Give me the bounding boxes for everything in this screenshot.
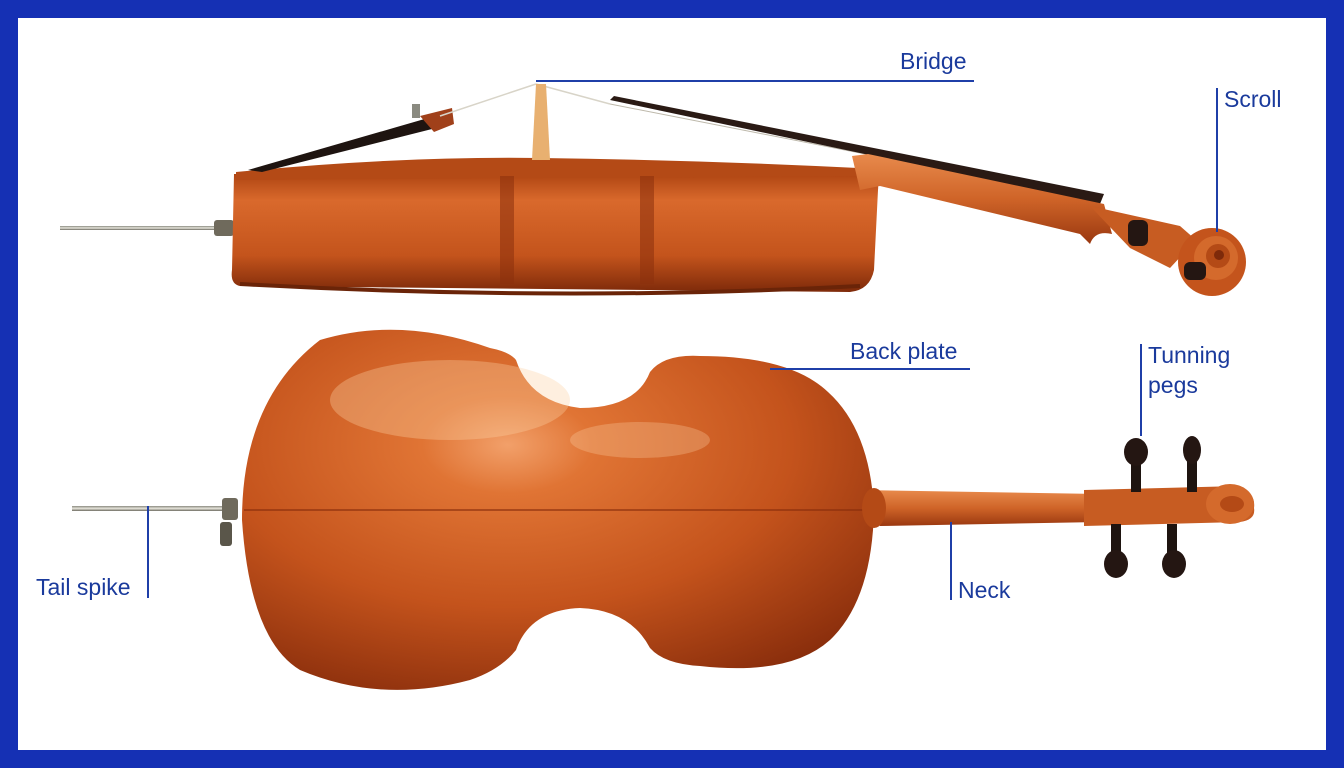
side-top-plate (236, 157, 858, 180)
tail-spike-side (60, 220, 234, 236)
cello-back-view (72, 329, 1255, 690)
tuning-pegs-label: Tunning pegs (1148, 342, 1231, 398)
neck-leader-line (950, 522, 952, 600)
side-ribs (231, 170, 879, 292)
scroll-leader-line (1216, 88, 1218, 232)
scroll-label: Scroll (1224, 86, 1282, 112)
cello-side-view (60, 83, 1246, 296)
bridge-side (532, 84, 550, 160)
scroll-side (1178, 228, 1246, 296)
bridge-label: Bridge (900, 48, 967, 74)
tail-spike-back (72, 498, 238, 546)
tuning-pegs-leader-line (1140, 344, 1142, 436)
neck-side (852, 154, 1112, 244)
tail-spike-label: Tail spike (36, 574, 131, 600)
neck-label: Neck (958, 577, 1011, 603)
back-plate-leader-line (770, 368, 970, 370)
fingerboard-side (610, 96, 1104, 204)
tuning-pegs-graphic (1104, 436, 1201, 578)
bridge-leader-line (536, 80, 974, 82)
tailpiece-side (248, 118, 436, 172)
back-plate-label: Back plate (850, 338, 958, 364)
neck-back (860, 490, 1103, 526)
tail-spike-leader-line (147, 506, 149, 598)
